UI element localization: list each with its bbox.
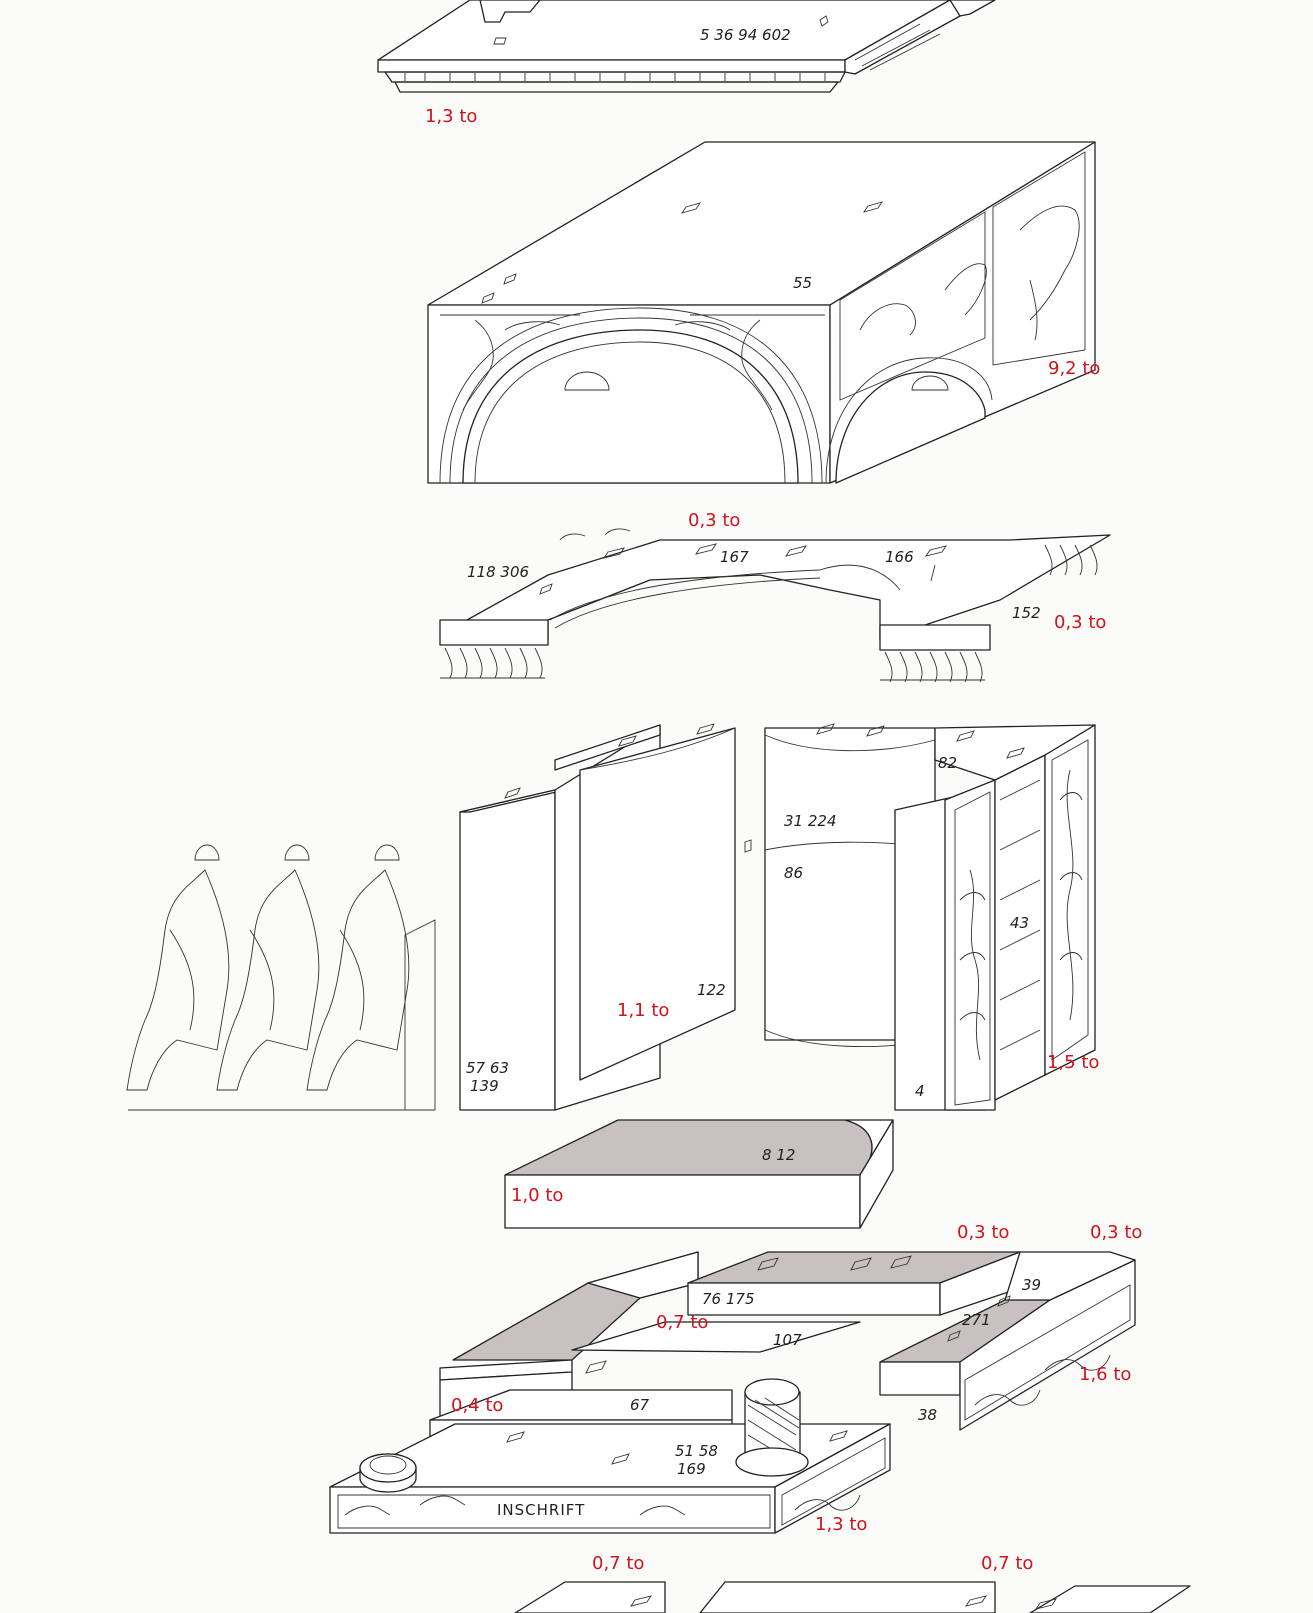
wall-number-b: 122 <box>697 981 726 999</box>
wall-number-c2: 86 <box>784 864 803 882</box>
cornice-block <box>377 0 996 93</box>
wall-number-d: 82 <box>938 754 957 772</box>
arch-number: 55 <box>793 274 812 292</box>
podium-number-a: 76 175 <box>702 1290 755 1308</box>
podium-number-f: 38 <box>918 1406 937 1424</box>
weight-label-podium-right: 1,6 to <box>1079 1364 1131 1385</box>
weight-label-walls-right: 1,5 to <box>1047 1052 1099 1073</box>
capital-architrave-row <box>439 528 1111 683</box>
wall-blocks <box>459 723 1096 1111</box>
podium-number-c: 271 <box>962 1311 991 1329</box>
podium-number-b: 39 <box>1022 1276 1041 1294</box>
weight-label-podium-center: 0,7 to <box>656 1312 708 1333</box>
wall-number-f: 4 <box>915 1082 925 1100</box>
weight-label-arch: 9,2 to <box>1048 358 1100 379</box>
capital-number-right: 152 <box>1012 604 1041 622</box>
footing-blocks <box>514 1581 1191 1613</box>
wall-number-c: 31 224 <box>784 812 837 830</box>
slab-number: 8 12 <box>762 1146 795 1164</box>
capital-number-mid1: 167 <box>720 548 749 566</box>
inscription-label: INSCHRIFT <box>497 1501 585 1519</box>
wall-number-a: 57 63 <box>466 1059 509 1077</box>
base-number-a: 51 58 <box>675 1442 718 1460</box>
wall-number-e: 43 <box>1010 914 1029 932</box>
capital-number-mid2: 166 <box>885 548 914 566</box>
seated-statues <box>126 844 436 1111</box>
arch-block <box>427 141 1096 484</box>
capital-number-left: 118 306 <box>467 563 529 581</box>
weight-label-walls-left: 1,1 to <box>617 1000 669 1021</box>
weight-label-podium-top-right: 0,3 to <box>1090 1222 1142 1243</box>
weight-label-base-front: 1,3 to <box>815 1514 867 1535</box>
cornice-number: 5 36 94 602 <box>700 26 791 44</box>
weight-label-floor-slab: 1,0 to <box>511 1185 563 1206</box>
weight-label-podium-left: 0,4 to <box>451 1395 503 1416</box>
wall-number-a2: 139 <box>470 1077 499 1095</box>
podium-number-e: 67 <box>630 1396 650 1414</box>
weight-label-foot-left: 0,7 to <box>592 1553 644 1574</box>
weight-label-foot-right: 0,7 to <box>981 1553 1033 1574</box>
weight-label-podium-top-mid: 0,3 to <box>957 1222 1009 1243</box>
weight-label-cornice: 1,3 to <box>425 106 477 127</box>
base-number-b: 169 <box>677 1460 706 1478</box>
floor-slab <box>504 1119 894 1229</box>
podium-number-d: 107 <box>773 1331 802 1349</box>
weight-label-capitals-top: 0,3 to <box>688 510 740 531</box>
base-block <box>329 1378 891 1534</box>
weight-label-capitals-right: 0,3 to <box>1054 612 1106 633</box>
